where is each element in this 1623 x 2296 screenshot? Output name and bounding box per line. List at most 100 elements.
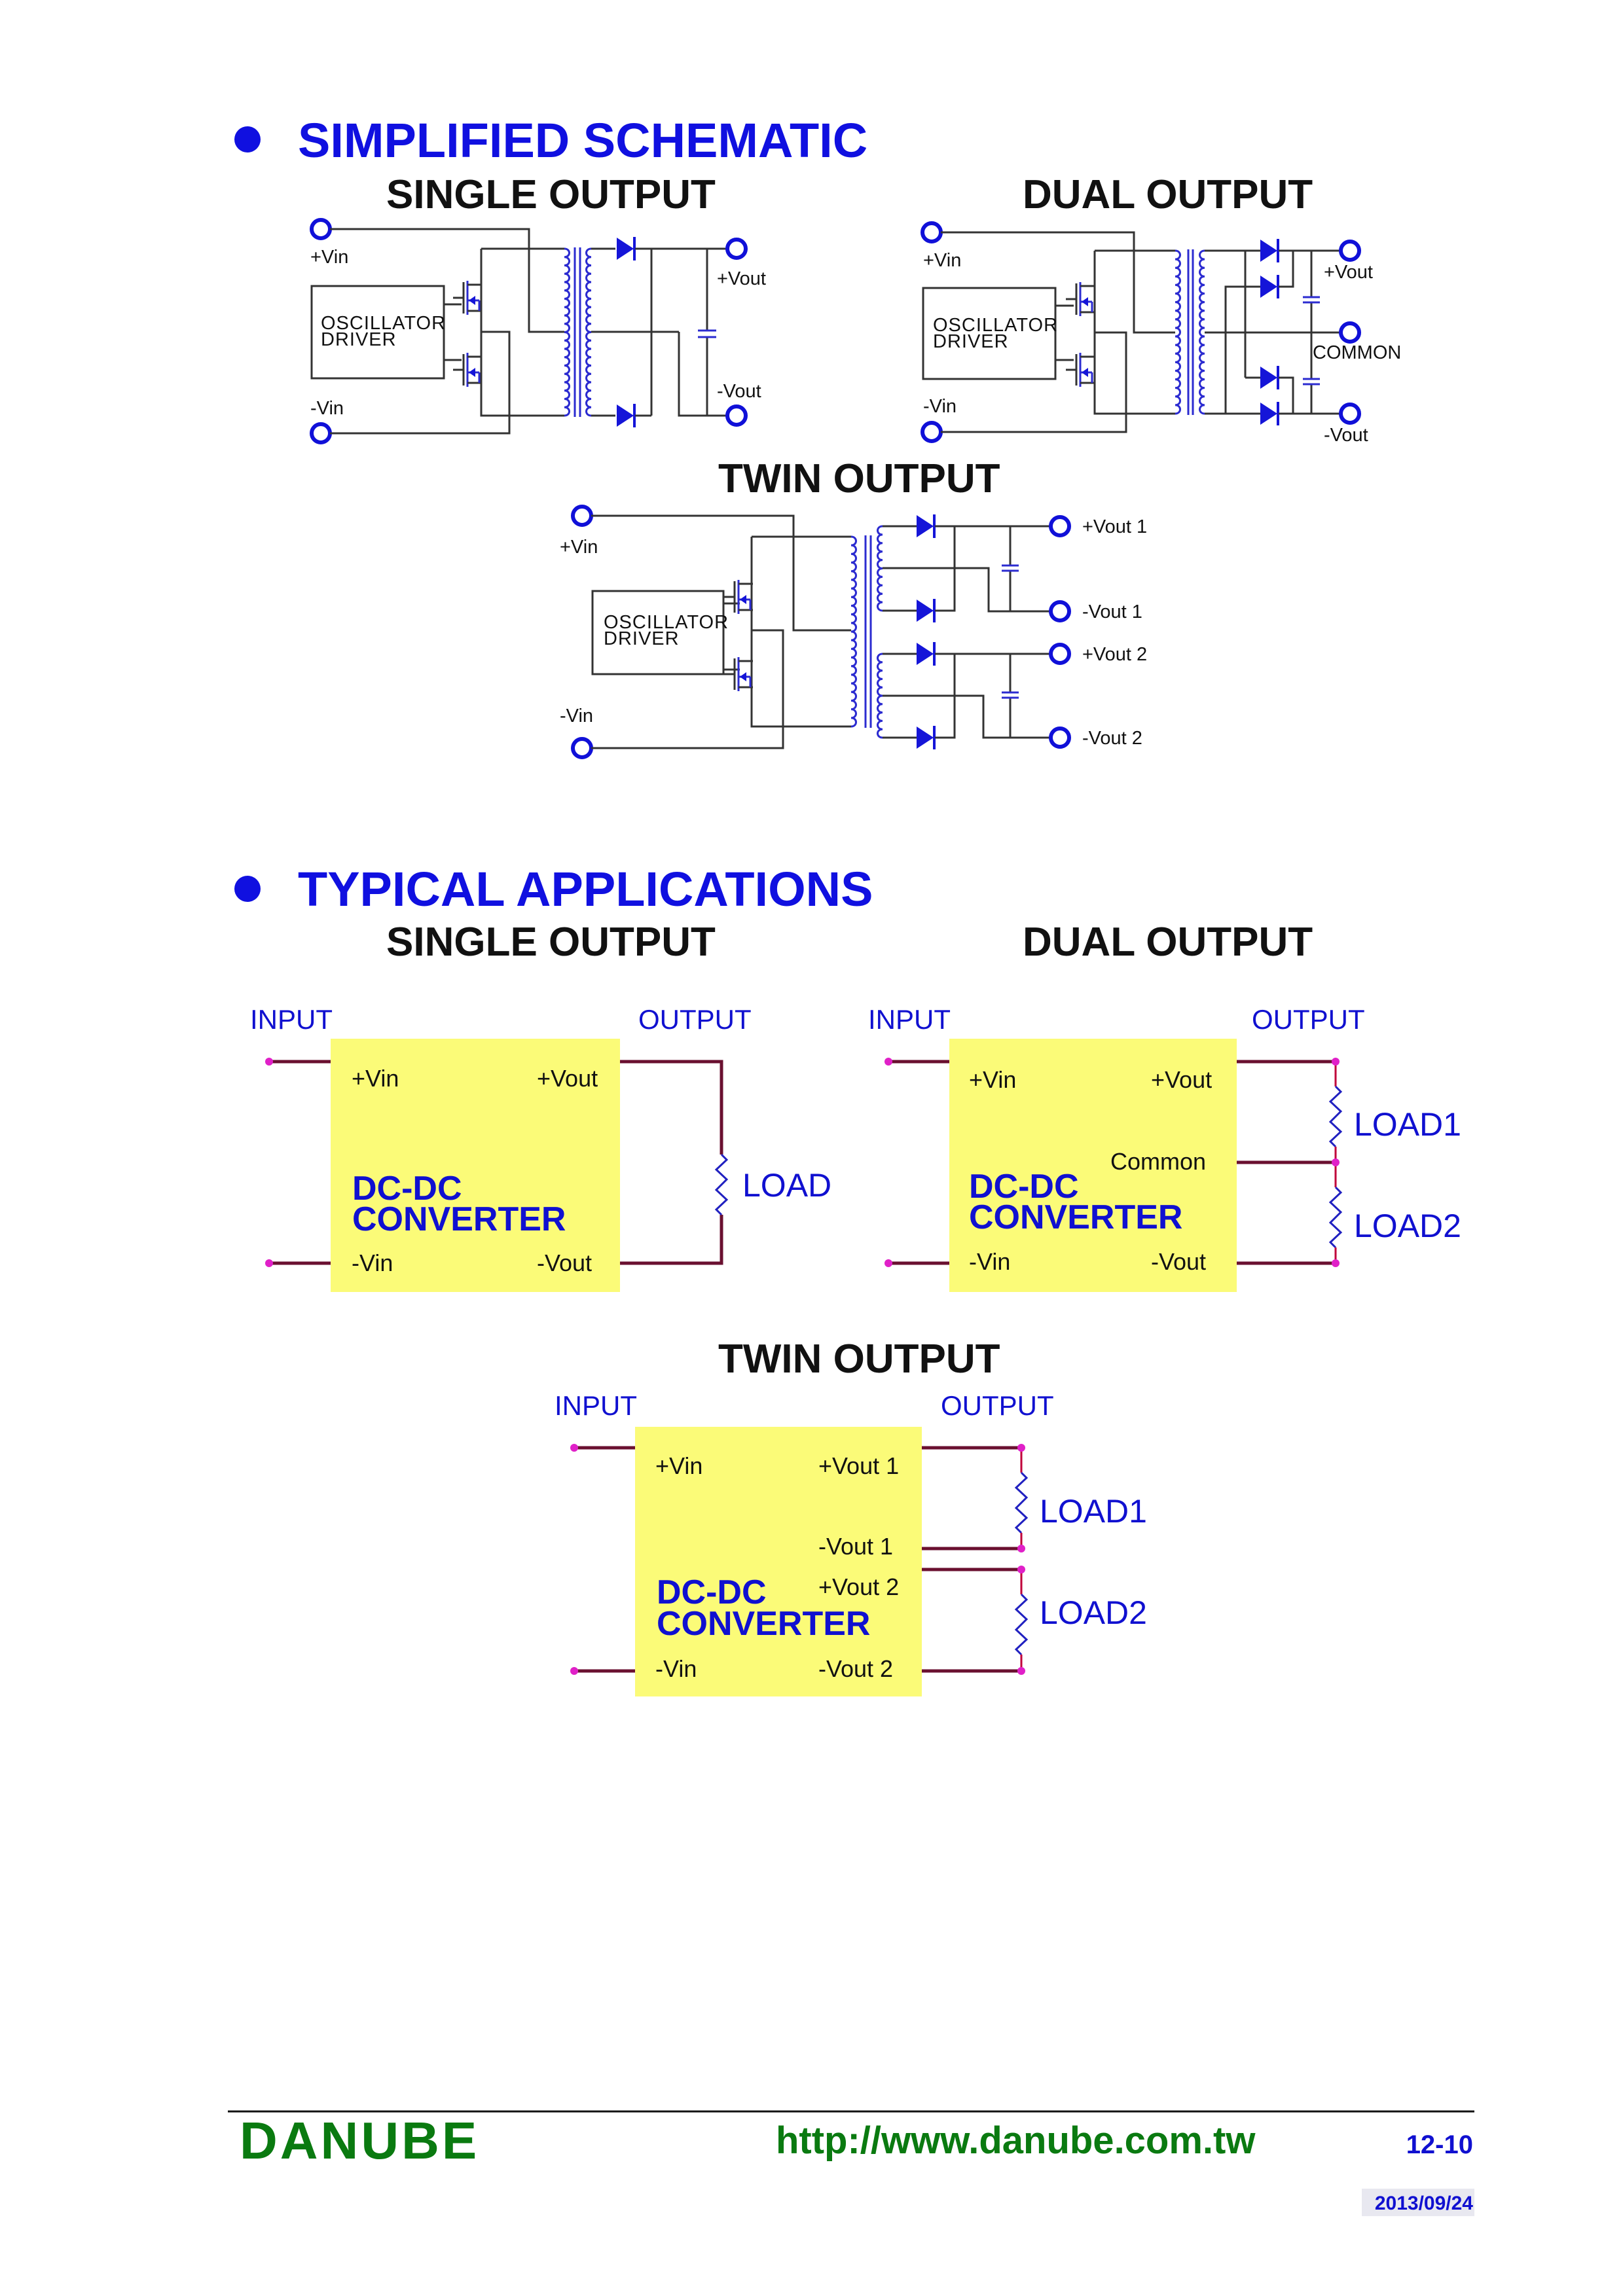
converter-title-line2: CONVERTER bbox=[352, 1200, 566, 1238]
converter-title-line1: DC-DC bbox=[657, 1573, 767, 1611]
mosfet-icon bbox=[723, 656, 754, 692]
oscillator-label: OSCILLATOR bbox=[604, 612, 729, 633]
output-node-dot bbox=[1017, 1545, 1025, 1552]
diode-icon bbox=[615, 403, 636, 429]
input-label: INPUT bbox=[868, 1004, 951, 1035]
converter-title-line2: CONVERTER bbox=[969, 1198, 1182, 1236]
pin-vout-neg: -Vout bbox=[537, 1249, 592, 1276]
terminal-vout-neg bbox=[725, 404, 748, 427]
label-vout-pos: +Vout bbox=[1324, 262, 1373, 283]
label-vin-pos: +Vin bbox=[310, 247, 348, 268]
oscillator-label: OSCILLATOR bbox=[933, 315, 1058, 336]
oscillator-label: OSCILLATOR bbox=[321, 313, 446, 334]
pin-vin-pos: +Vin bbox=[655, 1452, 702, 1479]
label-vout1-pos: +Vout 1 bbox=[1082, 516, 1147, 537]
output-node-dot bbox=[1332, 1158, 1340, 1166]
mosfet-icon bbox=[723, 579, 754, 615]
application-single: INPUT OUTPUT LOAD +Vin +Vout DC-DC CONVE… bbox=[250, 1004, 831, 1292]
pin-vin-neg: -Vin bbox=[969, 1248, 1010, 1275]
output-node-dot bbox=[1017, 1566, 1025, 1573]
dc-dc-converter-block bbox=[949, 1039, 1237, 1292]
input-terminal-dot bbox=[570, 1667, 578, 1675]
oscillator-driver-block bbox=[310, 285, 445, 380]
pin-vin-pos: +Vin bbox=[352, 1065, 399, 1092]
terminal-vout-pos bbox=[725, 238, 748, 260]
terminal-vout-neg bbox=[1339, 403, 1361, 425]
load2-label: LOAD2 bbox=[1040, 1594, 1147, 1631]
pin-vin-neg: -Vin bbox=[655, 1655, 697, 1682]
oscillator-driver-block bbox=[922, 287, 1057, 380]
input-terminal-dot bbox=[265, 1058, 273, 1066]
load2-resistor-icon bbox=[1328, 1186, 1343, 1249]
diode-icon bbox=[1259, 238, 1279, 264]
schematic-dual: +Vin -Vin OSCILLATOR DRIVER bbox=[921, 221, 1401, 446]
mosfet-icon bbox=[1065, 281, 1096, 317]
terminal-vin-neg bbox=[571, 737, 593, 759]
label-vin-pos: +Vin bbox=[560, 537, 598, 558]
oscillator-driver-block bbox=[591, 590, 725, 675]
pin-vout2-pos: +Vout 2 bbox=[818, 1573, 899, 1600]
driver-label: DRIVER bbox=[604, 628, 680, 649]
transformer-secondary-2-icon bbox=[877, 653, 883, 739]
terminal-common bbox=[1339, 321, 1361, 344]
driver-label: DRIVER bbox=[933, 331, 1009, 352]
transformer-primary-icon bbox=[850, 535, 857, 728]
diode-icon bbox=[1259, 365, 1279, 391]
load1-label: LOAD1 bbox=[1040, 1493, 1147, 1530]
converter-title-line1: DC-DC bbox=[352, 1170, 462, 1208]
bullet-icon bbox=[234, 876, 261, 902]
terminal-vin-pos bbox=[310, 218, 332, 240]
output-label: OUTPUT bbox=[1252, 1004, 1365, 1035]
pin-vin-pos: +Vin bbox=[969, 1066, 1016, 1093]
terminal-vout-pos bbox=[1339, 240, 1361, 262]
pin-vout-pos: +Vout bbox=[537, 1065, 598, 1092]
diode-icon bbox=[915, 641, 936, 667]
load-label: LOAD bbox=[742, 1167, 831, 1204]
page-number: 12-10 bbox=[1406, 2130, 1473, 2159]
pin-vout2-neg: -Vout 2 bbox=[818, 1655, 893, 1682]
output-node-dot bbox=[1332, 1259, 1340, 1267]
terminal-vout1-pos bbox=[1049, 515, 1071, 537]
input-terminal-dot bbox=[884, 1259, 892, 1267]
pin-vout1-pos: +Vout 1 bbox=[818, 1452, 899, 1479]
date-badge-bg bbox=[1362, 2189, 1474, 2216]
mosfet-icon bbox=[452, 279, 483, 316]
label-common: COMMON bbox=[1313, 342, 1401, 363]
terminal-vout1-neg bbox=[1049, 600, 1071, 622]
pin-vout-pos: +Vout bbox=[1151, 1066, 1212, 1093]
pin-vout-neg: -Vout bbox=[1151, 1248, 1206, 1275]
transformer-secondary-1-icon bbox=[877, 525, 883, 612]
terminal-vin-neg bbox=[921, 421, 943, 443]
transformer-secondary-icon bbox=[585, 247, 592, 417]
output-node-dot bbox=[1332, 1058, 1340, 1066]
diode-icon bbox=[1259, 274, 1279, 300]
output-label: OUTPUT bbox=[941, 1390, 1054, 1421]
driver-label: DRIVER bbox=[321, 329, 397, 350]
applications-dual-title: DUAL OUTPUT bbox=[1023, 920, 1313, 965]
bullet-icon bbox=[234, 126, 261, 152]
load2-resistor-icon bbox=[1014, 1593, 1029, 1656]
label-vout1-neg: -Vout 1 bbox=[1082, 601, 1142, 622]
terminal-vin-neg bbox=[310, 422, 332, 444]
input-terminal-dot bbox=[884, 1058, 892, 1066]
section-title-schematic: SIMPLIFIED SCHEMATIC bbox=[298, 113, 867, 168]
label-vin-neg: -Vin bbox=[923, 396, 957, 417]
label-vout2-pos: +Vout 2 bbox=[1082, 644, 1147, 665]
brand-logo: DANUBE bbox=[240, 2111, 479, 2170]
label-vout-pos: +Vout bbox=[717, 268, 766, 289]
output-label: OUTPUT bbox=[638, 1004, 752, 1035]
website-link[interactable]: http://www.danube.com.tw bbox=[776, 2119, 1256, 2162]
input-terminal-dot bbox=[265, 1259, 273, 1267]
pin-vout1-neg: -Vout 1 bbox=[818, 1533, 893, 1560]
diode-icon bbox=[915, 598, 936, 624]
diode-icon bbox=[615, 236, 636, 262]
output-node-dot bbox=[1017, 1444, 1025, 1452]
schematic-single: +Vin -Vin OSCILLATOR DRIVER + bbox=[310, 218, 766, 444]
diode-icon bbox=[1259, 401, 1279, 427]
schematic-single-title: SINGLE OUTPUT bbox=[386, 172, 716, 217]
application-twin: INPUT OUTPUT LOAD1 LOAD2 +Vin +Vout 1 -V… bbox=[555, 1390, 1147, 1696]
terminal-vout2-pos bbox=[1049, 643, 1071, 665]
schematic-dual-title: DUAL OUTPUT bbox=[1023, 172, 1313, 217]
load-resistor-icon bbox=[714, 1153, 729, 1216]
